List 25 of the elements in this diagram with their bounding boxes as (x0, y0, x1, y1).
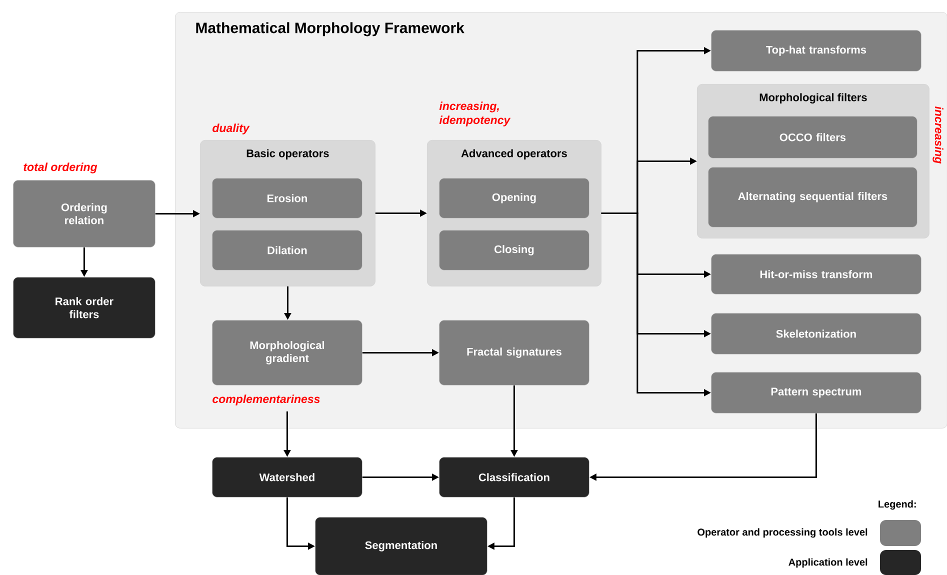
legend-text: Operator and processing tools level (698, 528, 868, 538)
property-label: total ordering (24, 162, 98, 174)
operator-box: Closing (439, 230, 590, 270)
operator-box: Pattern spectrum (711, 372, 922, 414)
legend-text: Application level (788, 558, 868, 568)
property-label: complementariness (212, 394, 320, 406)
property-label: duality (212, 124, 250, 134)
property-label: increasing (932, 106, 944, 164)
operator-box: Ordering relation (13, 180, 156, 248)
operator-box: Morphological gradient (212, 320, 362, 386)
application-box: Watershed (212, 457, 362, 498)
operator-box: Fractal signatures (439, 320, 590, 386)
operator-box: Erosion (212, 178, 362, 218)
application-box: Rank order filters (13, 277, 156, 338)
operator-box: Alternating sequential filters (708, 167, 918, 228)
operator-box: Opening (439, 178, 590, 218)
operator-box: Skeletonization (711, 313, 922, 354)
application-box: Classification (439, 457, 590, 498)
legend-heading: Legend: (878, 500, 916, 510)
operator-box: OCCO filters (708, 116, 918, 158)
property-label: increasing, idempotency (439, 102, 511, 126)
operator-box: Top-hat transforms (711, 30, 922, 72)
operator-box: Hit-or-miss transform (711, 254, 922, 294)
application-box: Segmentation (315, 517, 488, 575)
operator-box: Dilation (212, 230, 362, 270)
